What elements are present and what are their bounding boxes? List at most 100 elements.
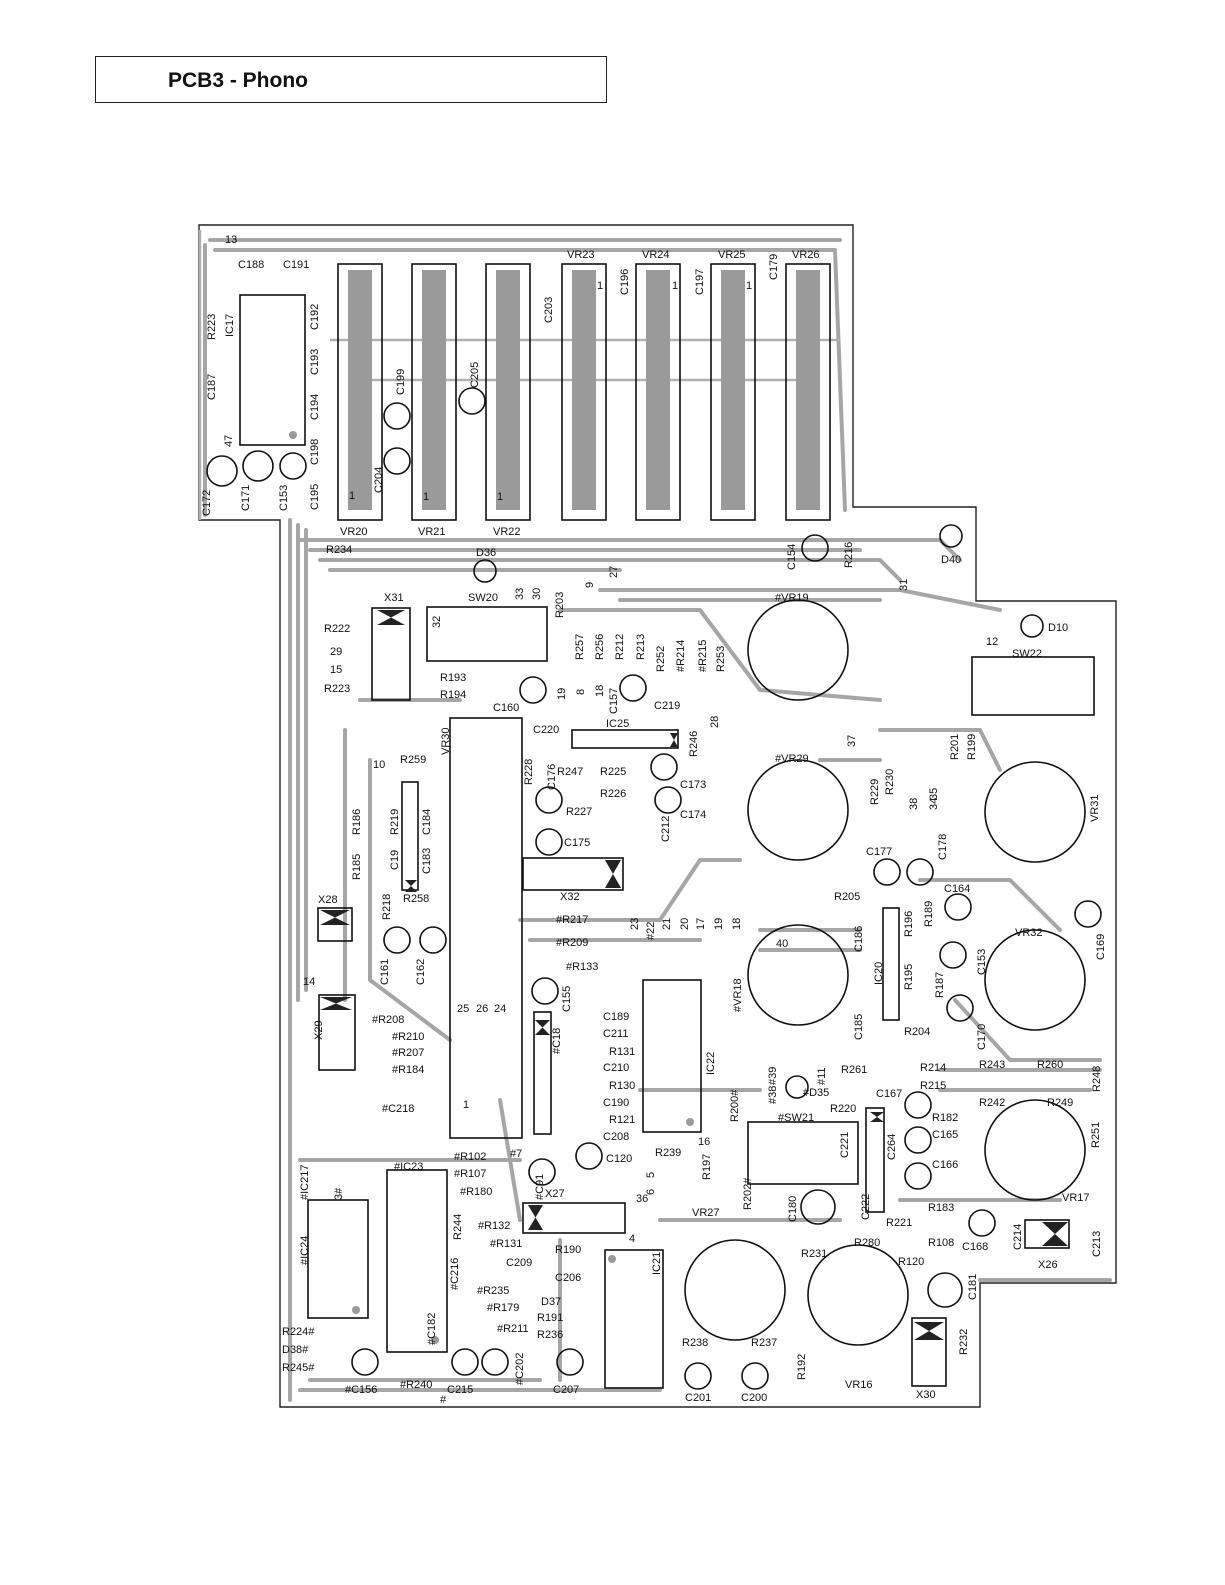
svg-text:R227: R227	[566, 806, 592, 818]
svg-text:R190: R190	[555, 1244, 581, 1256]
svg-text:1: 1	[597, 280, 603, 292]
svg-text:R252: R252	[655, 646, 667, 672]
svg-text:15: 15	[330, 664, 342, 676]
svg-text:C174: C174	[680, 809, 706, 821]
svg-text:R245#: R245#	[282, 1362, 315, 1374]
svg-text:R280: R280	[854, 1237, 880, 1249]
svg-text:C203: C203	[543, 297, 555, 323]
svg-text:C190: C190	[603, 1097, 629, 1109]
svg-text:R131: R131	[609, 1046, 635, 1058]
svg-text:R251: R251	[1090, 1122, 1102, 1148]
svg-text:C187: C187	[206, 374, 218, 400]
svg-text:C184: C184	[421, 809, 433, 835]
svg-text:C185: C185	[853, 1014, 865, 1040]
leds	[473, 524, 1044, 1099]
ic-outlines	[307, 606, 1095, 1389]
svg-text:R229: R229	[869, 779, 881, 805]
svg-text:C186: C186	[853, 926, 865, 952]
svg-text:C193: C193	[309, 349, 321, 375]
svg-text:C176: C176	[546, 764, 558, 790]
svg-text:#C156: #C156	[345, 1384, 377, 1396]
svg-text:#R209: #R209	[556, 937, 588, 949]
svg-text:8: 8	[575, 689, 587, 695]
svg-text:R223: R223	[324, 683, 350, 695]
svg-text:VR31: VR31	[1089, 794, 1101, 822]
ic-pads	[289, 431, 694, 1344]
svg-text:40: 40	[776, 938, 788, 950]
svg-text:3#: 3#	[333, 1187, 345, 1200]
svg-text:C153: C153	[278, 485, 290, 511]
svg-text:C191: C191	[283, 259, 309, 271]
svg-text:R202#: R202#	[742, 1177, 754, 1210]
svg-text:#R240: #R240	[400, 1379, 432, 1391]
svg-text:#C182: #C182	[426, 1313, 438, 1345]
svg-text:C192: C192	[309, 304, 321, 330]
svg-text:C120: C120	[606, 1153, 632, 1165]
svg-text:X26: X26	[1038, 1259, 1058, 1271]
title-box: PCB3 - Phono	[95, 56, 607, 103]
svg-text:R200#: R200#	[729, 1089, 741, 1122]
svg-text:1: 1	[497, 491, 503, 503]
silkscreen-labels: 13 C188 C191 VR20 VR21 VR22 VR23 VR24 VR…	[225, 234, 1090, 1406]
svg-text:#C91: #C91	[534, 1174, 546, 1200]
svg-text:25: 25	[457, 1003, 469, 1015]
svg-text:#R184: #R184	[392, 1064, 424, 1076]
svg-text:R183: R183	[928, 1202, 954, 1214]
svg-text:R228: R228	[523, 759, 535, 785]
svg-text:6: 6	[645, 1189, 657, 1195]
svg-text:C211: C211	[603, 1028, 628, 1040]
svg-text:VR22: VR22	[493, 526, 521, 538]
svg-text:R120: R120	[898, 1256, 924, 1268]
svg-text:D38#: D38#	[282, 1344, 309, 1356]
svg-text:C214: C214	[1012, 1224, 1024, 1250]
svg-text:#39: #39	[767, 1067, 779, 1085]
svg-text:#IC23: #IC23	[394, 1161, 423, 1173]
svg-text:C171: C171	[240, 485, 252, 511]
svg-text:31: 31	[898, 579, 910, 591]
svg-text:17: 17	[695, 918, 707, 930]
svg-text:C221: C221	[839, 1132, 851, 1158]
svg-text:R259: R259	[400, 754, 426, 766]
connector-marks	[320, 610, 1068, 1340]
trace-network	[198, 230, 1112, 1402]
svg-text:#D35: #D35	[803, 1087, 829, 1099]
svg-text:C154: C154	[786, 544, 798, 570]
svg-text:#: #	[440, 1394, 447, 1406]
svg-text:1: 1	[672, 280, 678, 292]
svg-text:R234: R234	[326, 544, 352, 556]
svg-text:C161: C161	[379, 959, 391, 985]
svg-text:R204: R204	[904, 1026, 930, 1038]
svg-text:R239: R239	[655, 1147, 681, 1159]
silkscreen-labels-vertical: R223 IC17 C187 C192 C193 C194 C198 C195 …	[201, 254, 1107, 1385]
slider-bank	[337, 263, 831, 521]
svg-text:#VR18: #VR18	[732, 978, 744, 1012]
svg-text:C155: C155	[561, 986, 573, 1012]
svg-text:C195: C195	[309, 484, 321, 510]
svg-text:VR20: VR20	[340, 526, 368, 538]
svg-text:30: 30	[531, 588, 543, 600]
svg-text:18: 18	[731, 918, 743, 930]
svg-text:R237: R237	[751, 1337, 777, 1349]
svg-text:C204: C204	[373, 467, 385, 493]
svg-text:37: 37	[846, 735, 858, 747]
svg-text:#R107: #R107	[454, 1168, 486, 1180]
svg-text:10: 10	[373, 759, 385, 771]
svg-text:C222: C222	[860, 1194, 872, 1220]
svg-text:#C218: #C218	[382, 1103, 414, 1115]
svg-text:R232: R232	[958, 1329, 970, 1355]
svg-text:47: 47	[223, 435, 235, 447]
svg-text:#38: #38	[767, 1086, 779, 1104]
svg-text:#R235: #R235	[477, 1285, 509, 1297]
svg-text:C164: C164	[944, 883, 970, 895]
svg-text:R192: R192	[796, 1354, 808, 1380]
svg-text:VR32: VR32	[1015, 927, 1043, 939]
svg-text:C188: C188	[238, 259, 264, 271]
svg-text:R108: R108	[928, 1237, 954, 1249]
svg-text:C194: C194	[309, 394, 321, 420]
svg-text:R214: R214	[920, 1062, 946, 1074]
svg-text:9: 9	[584, 582, 596, 588]
svg-text:1: 1	[349, 490, 355, 502]
svg-text:C167: C167	[876, 1088, 902, 1100]
svg-text:R195: R195	[903, 964, 915, 990]
svg-text:R187: R187	[934, 972, 946, 998]
